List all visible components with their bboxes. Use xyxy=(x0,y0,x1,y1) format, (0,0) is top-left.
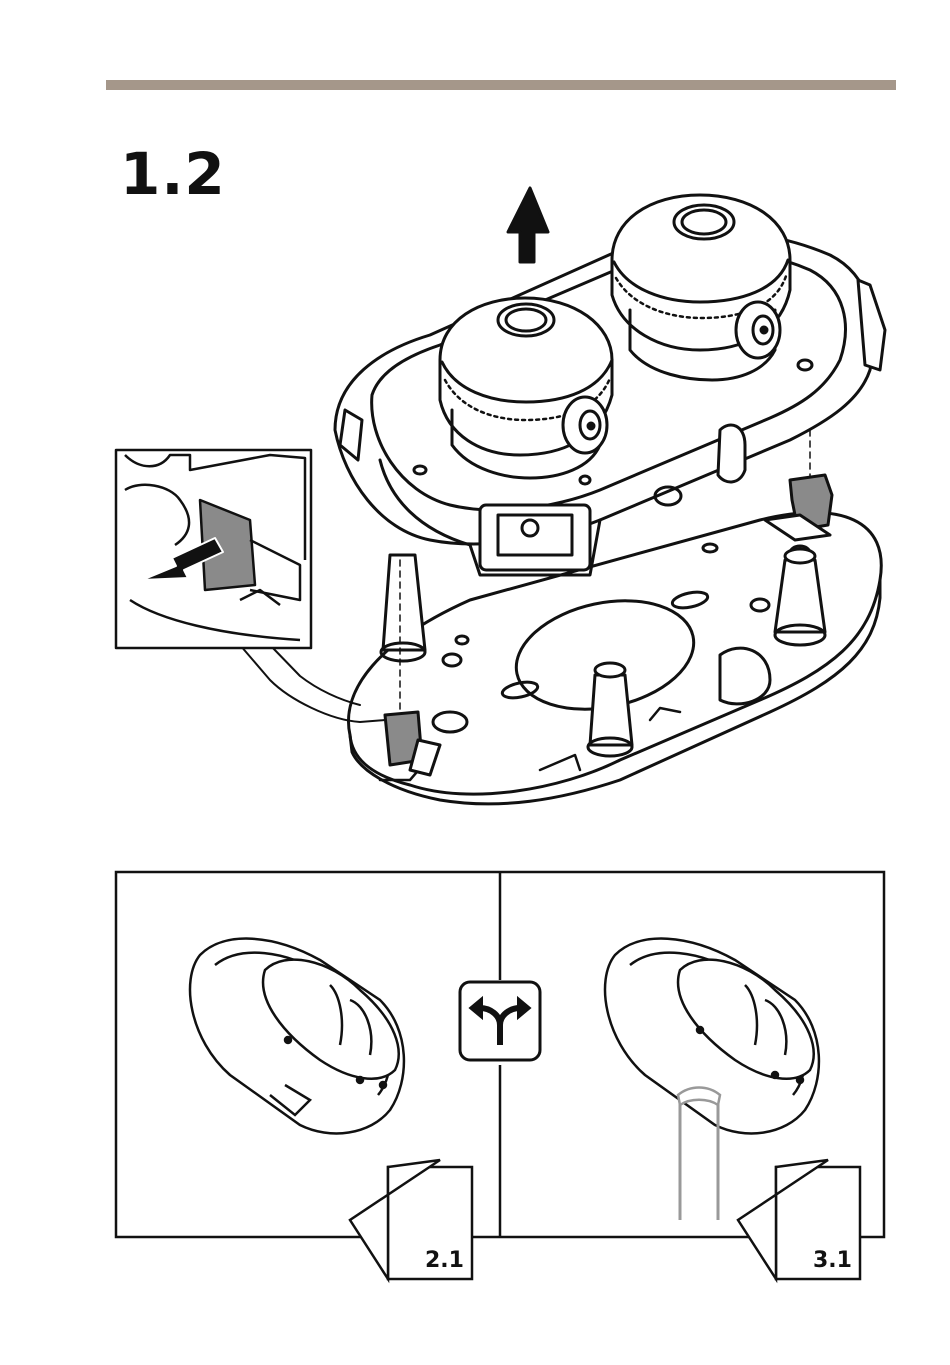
camera-surface-mount xyxy=(190,939,404,1134)
up-arrow-icon xyxy=(508,188,548,262)
page-reference-right[interactable]: 3.1 xyxy=(813,1248,852,1273)
fork-arrows-icon xyxy=(460,982,540,1060)
callout-connector-2 xyxy=(270,645,360,705)
detail-callout xyxy=(116,450,311,648)
option-panels xyxy=(116,872,884,1279)
main-illustration xyxy=(240,188,885,804)
page-reference-left[interactable]: 2.1 xyxy=(425,1248,464,1273)
